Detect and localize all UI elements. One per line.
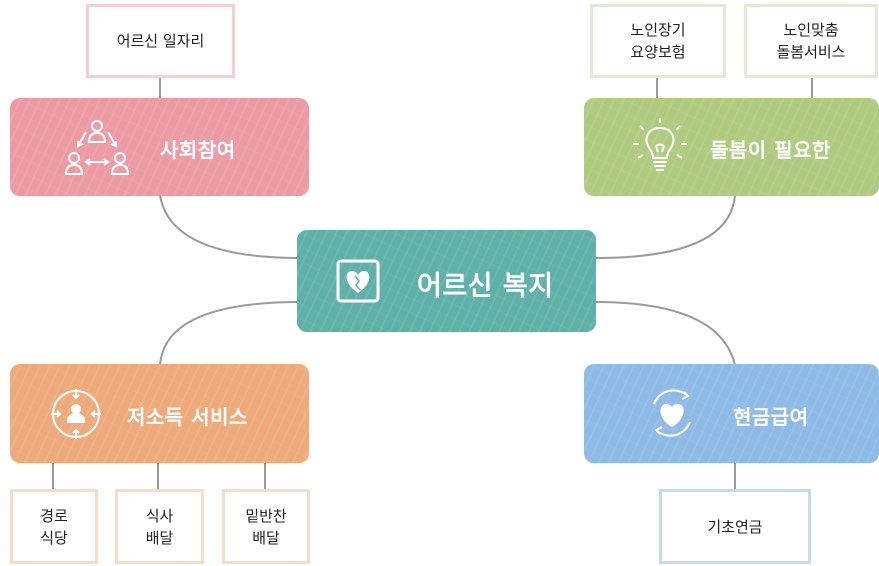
leaf-lowincome-0: 경로 식당 (10, 489, 98, 564)
leaf-line: 밑반찬 (245, 506, 287, 525)
connector-lowincome (159, 301, 301, 366)
connector-social (159, 194, 301, 259)
branch-social-label: 사회참여 (160, 138, 236, 162)
leaf-line: 노인맞춤 (783, 21, 839, 39)
leaf-line: 경로 (40, 506, 68, 525)
leaf-line: 돌봄서비스 (776, 43, 846, 61)
leaf-line: 요양보험 (630, 43, 686, 61)
leaf-line: 식사 (145, 506, 174, 525)
heart-cycle-icon (644, 384, 700, 442)
branch-cash: 현금급여 (584, 364, 879, 463)
heart-in-square-icon (335, 258, 381, 304)
branch-lowincome-label: 저소득 서비스 (127, 405, 248, 429)
connector-cash (595, 301, 736, 366)
leaf-line: 어르신 일자리 (116, 32, 205, 50)
leaf-care-0: 노인장기 요양보험 (590, 4, 726, 78)
leaf-social-0: 어르신 일자리 (86, 4, 235, 78)
branch-cash-label: 현금급여 (733, 405, 809, 429)
leaf-line: 식당 (40, 528, 68, 547)
leaf-line: 배달 (145, 528, 174, 547)
leaf-line: 기초연금 (707, 517, 763, 536)
leaf-care-1: 노인맞춤 돌봄서비스 (744, 4, 878, 78)
leaf-cash-0: 기초연금 (659, 489, 811, 564)
connector-care (595, 194, 736, 259)
branch-lowincome: 저소득 서비스 (10, 364, 309, 463)
branch-care-label: 돌봄이 필요한 (710, 138, 831, 162)
leaf-line: 노인장기 (630, 21, 686, 39)
center-label: 어르신 복지 (417, 271, 554, 302)
branch-social: 사회참여 (10, 98, 309, 196)
person-target-icon (48, 386, 104, 442)
branch-care: 돌봄이 필요한 (584, 98, 879, 196)
leaf-line: 배달 (252, 528, 280, 547)
leaf-lowincome-1: 식사 배달 (115, 489, 204, 564)
leaf-lowincome-2: 밑반찬 배달 (222, 489, 310, 564)
people-network-icon (64, 116, 130, 180)
center-node: 어르신 복지 (297, 230, 596, 332)
light-bulb-icon (630, 116, 690, 178)
